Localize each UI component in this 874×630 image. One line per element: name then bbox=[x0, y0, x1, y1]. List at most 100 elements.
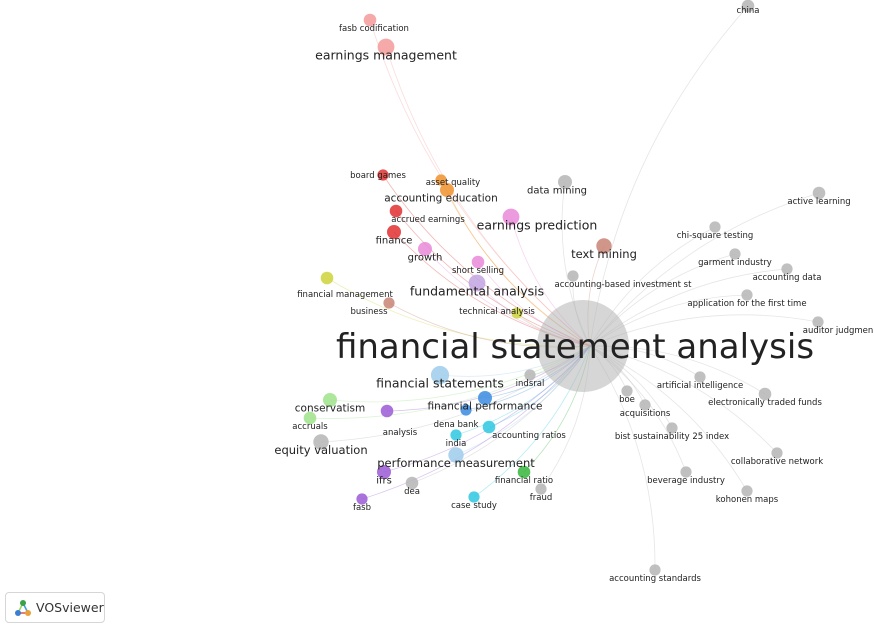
keyword-label[interactable]: indsral bbox=[516, 379, 545, 389]
keyword-label[interactable]: financial ratio bbox=[495, 476, 553, 486]
keyword-label[interactable]: boe bbox=[619, 395, 635, 405]
keyword-node[interactable] bbox=[377, 169, 389, 181]
keyword-label[interactable]: conservatism bbox=[295, 403, 365, 415]
keyword-node[interactable] bbox=[377, 38, 395, 56]
keyword-node[interactable] bbox=[741, 289, 753, 301]
keyword-node[interactable] bbox=[418, 242, 432, 256]
keyword-node[interactable] bbox=[709, 221, 721, 233]
keyword-node[interactable] bbox=[440, 183, 454, 197]
keyword-node[interactable] bbox=[430, 365, 450, 385]
keyword-label[interactable]: accrued earnings bbox=[391, 215, 465, 225]
keyword-label[interactable]: accounting-based investment st bbox=[555, 280, 693, 290]
keyword-label[interactable]: financial performance bbox=[428, 401, 543, 413]
keyword-node[interactable] bbox=[771, 447, 783, 459]
keyword-node[interactable] bbox=[558, 175, 572, 189]
keyword-node[interactable] bbox=[448, 447, 464, 463]
keyword-node[interactable] bbox=[377, 465, 391, 479]
keyword-node[interactable] bbox=[781, 263, 793, 275]
keyword-label[interactable]: growth bbox=[408, 253, 443, 264]
keyword-label[interactable]: finance bbox=[376, 236, 413, 247]
keyword-node[interactable] bbox=[537, 300, 629, 392]
keyword-label[interactable]: fundamental analysis bbox=[410, 283, 544, 298]
keyword-label[interactable]: accounting standards bbox=[609, 574, 701, 584]
keyword-node[interactable] bbox=[502, 208, 520, 226]
keyword-label[interactable]: india bbox=[446, 439, 467, 449]
keyword-node[interactable] bbox=[511, 307, 523, 319]
keyword-node[interactable] bbox=[450, 429, 462, 441]
keyword-label[interactable]: text mining bbox=[571, 247, 637, 261]
keyword-label[interactable]: collaborative network bbox=[731, 457, 823, 467]
keyword-label[interactable]: board games bbox=[350, 171, 406, 181]
keyword-label[interactable]: accounting education bbox=[384, 193, 498, 205]
keyword-node[interactable] bbox=[524, 369, 536, 381]
keyword-label[interactable]: business bbox=[350, 307, 388, 317]
keyword-label[interactable]: case study bbox=[451, 501, 497, 511]
keyword-label[interactable]: bist sustainability 25 index bbox=[615, 432, 729, 442]
keyword-node[interactable] bbox=[482, 420, 496, 434]
keyword-node[interactable] bbox=[405, 476, 419, 490]
keyword-label[interactable]: short selling bbox=[452, 266, 504, 276]
keyword-node[interactable] bbox=[812, 316, 824, 328]
keyword-node[interactable] bbox=[517, 465, 531, 479]
keyword-label[interactable]: artificial intelligence bbox=[657, 381, 743, 391]
keyword-label[interactable]: asset quality bbox=[426, 178, 480, 188]
keyword-node[interactable] bbox=[478, 391, 492, 405]
keyword-label[interactable]: data mining bbox=[527, 186, 587, 197]
keyword-label[interactable]: dea bbox=[404, 487, 420, 497]
keyword-node[interactable] bbox=[320, 271, 334, 285]
keyword-label[interactable]: application for the first time bbox=[687, 299, 806, 309]
keyword-node[interactable] bbox=[812, 186, 826, 200]
keyword-node[interactable] bbox=[535, 483, 547, 495]
keyword-label[interactable]: accruals bbox=[292, 422, 328, 432]
keyword-label[interactable]: technical analysis bbox=[459, 307, 535, 317]
keyword-label[interactable]: equity valuation bbox=[274, 443, 367, 457]
keyword-node[interactable] bbox=[741, 485, 753, 497]
keyword-node[interactable] bbox=[380, 404, 394, 418]
keyword-node[interactable] bbox=[741, 0, 755, 13]
keyword-label[interactable]: chi-square testing bbox=[677, 231, 754, 241]
keyword-node[interactable] bbox=[323, 393, 337, 407]
keyword-label[interactable]: china bbox=[736, 6, 759, 16]
keyword-label[interactable]: financial statement analysis bbox=[336, 327, 814, 367]
keyword-node[interactable] bbox=[387, 225, 401, 239]
keyword-node[interactable] bbox=[356, 493, 368, 505]
keyword-label[interactable]: beverage industry bbox=[647, 476, 725, 486]
keyword-label[interactable]: performance measurement bbox=[377, 456, 535, 470]
keyword-node[interactable] bbox=[471, 255, 485, 269]
keyword-node[interactable] bbox=[596, 238, 612, 254]
keyword-label[interactable]: fasb codification bbox=[339, 24, 409, 34]
keyword-node[interactable] bbox=[389, 204, 403, 218]
keyword-label[interactable]: kohonen maps bbox=[716, 495, 779, 505]
keyword-node[interactable] bbox=[567, 270, 579, 282]
keyword-node[interactable] bbox=[639, 399, 651, 411]
keyword-label[interactable]: acquisitions bbox=[620, 409, 671, 419]
keyword-label[interactable]: financial statements bbox=[376, 375, 504, 390]
keyword-label[interactable]: fasb bbox=[353, 503, 371, 513]
keyword-node[interactable] bbox=[435, 174, 447, 186]
keyword-node[interactable] bbox=[468, 491, 480, 503]
keyword-node[interactable] bbox=[621, 385, 633, 397]
keyword-node[interactable] bbox=[363, 13, 377, 27]
keyword-label[interactable]: accounting data bbox=[753, 273, 822, 283]
keyword-label[interactable]: earnings management bbox=[315, 47, 457, 62]
keyword-label[interactable]: accounting ratios bbox=[492, 431, 566, 441]
keyword-node[interactable] bbox=[729, 248, 741, 260]
keyword-label[interactable]: earnings prediction bbox=[477, 217, 598, 232]
keyword-label[interactable]: garment industry bbox=[698, 258, 772, 268]
keyword-node[interactable] bbox=[694, 371, 706, 383]
keyword-node[interactable] bbox=[680, 466, 692, 478]
keyword-node[interactable] bbox=[649, 564, 661, 576]
keyword-node[interactable] bbox=[313, 434, 329, 450]
keyword-label[interactable]: electronically traded funds bbox=[708, 398, 822, 408]
keyword-node[interactable] bbox=[758, 387, 772, 401]
keyword-node[interactable] bbox=[383, 297, 395, 309]
vosviewer-badge[interactable]: VOSviewer bbox=[5, 592, 105, 623]
keyword-label[interactable]: fraud bbox=[530, 493, 552, 503]
keyword-label[interactable]: auditor judgmen bbox=[803, 326, 874, 336]
keyword-label[interactable]: dena bank bbox=[434, 420, 479, 430]
keyword-label[interactable]: analysis bbox=[383, 428, 418, 438]
keyword-node[interactable] bbox=[468, 274, 486, 292]
keyword-node[interactable] bbox=[460, 404, 472, 416]
keyword-label[interactable]: active learning bbox=[787, 197, 850, 207]
